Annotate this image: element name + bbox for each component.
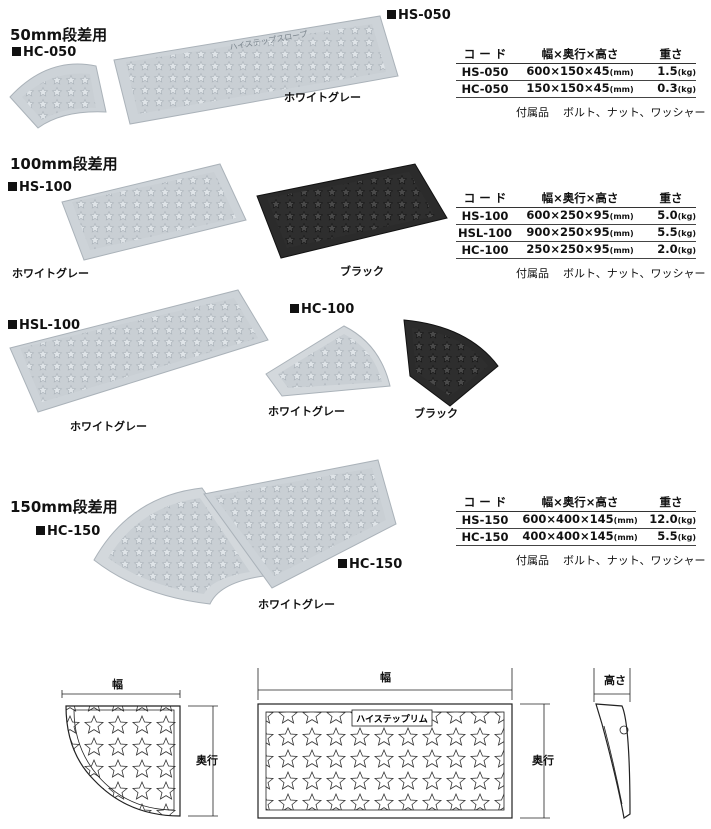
spec-header-row: コ ー ド 幅×奥行×高さ 重さ [456, 46, 696, 64]
spec-table-150mm: コ ー ド 幅×奥行×高さ 重さ HS-150 600×400×145(mm) … [456, 494, 706, 568]
square-bullet-icon [387, 10, 396, 19]
spec-row: HC-050 150×150×45(mm) 0.3(kg) [456, 80, 696, 98]
header-weight: 重さ [646, 46, 696, 64]
height-label: 高さ [604, 674, 626, 687]
spec-row: HS-100 600×250×95(mm) 5.0(kg) [456, 207, 696, 225]
header-dims: 幅×奥行×高さ [514, 46, 646, 64]
spec-row: HS-050 600×150×45(mm) 1.5(kg) [456, 63, 696, 81]
code-label-hc150-right: HC-150 [338, 557, 402, 572]
width-label-center: 幅 [380, 671, 391, 684]
drawing-emboss-text: ハイステップリム [356, 713, 428, 725]
accessories-50mm: 付属品ボルト、ナット、ワッシャー [516, 106, 706, 119]
hs100-product-image [61, 163, 247, 261]
spec-row: HC-150 400×400×145(mm) 5.5(kg) [456, 528, 696, 546]
hc100-product-image [265, 325, 391, 397]
width-label-left: 幅 [112, 678, 123, 691]
code-label-hsl100: HSL-100 [8, 318, 80, 333]
slope-drawing: ハイステップリム [257, 668, 550, 819]
square-bullet-icon [8, 320, 17, 329]
color-label-white-gray: ホワイトグレー [258, 598, 335, 611]
color-label-white-gray: ホワイトグレー [70, 420, 147, 433]
square-bullet-icon [36, 526, 45, 535]
hs150-product-image [203, 459, 397, 589]
code-label-hs050: HS-050 [387, 8, 451, 23]
square-bullet-icon [12, 47, 21, 56]
color-label-black: ブラック [414, 407, 458, 420]
hc050-product-image [9, 63, 107, 129]
code-label-hc150-left: HC-150 [36, 524, 100, 539]
spec-row: HSL-100 900×250×95(mm) 5.5(kg) [456, 224, 696, 242]
square-bullet-icon [8, 182, 17, 191]
code-label-hs100: HS-100 [8, 180, 72, 195]
code-label-hc100: HC-100 [290, 302, 354, 317]
color-label-white-gray: ホワイトグレー [268, 405, 345, 418]
accessories-100mm: 付属品ボルト、ナット、ワッシャー [516, 267, 706, 280]
spec-table-100mm: コ ー ド 幅×奥行×高さ 重さ HS-100 600×250×95(mm) 5… [456, 190, 706, 281]
section-title-50mm: 50mm段差用 [10, 26, 108, 44]
depth-label-center: 奥行 [532, 754, 554, 767]
depth-label-left: 奥行 [196, 754, 218, 767]
section-title-150mm: 150mm段差用 [10, 498, 118, 516]
accessories-150mm: 付属品ボルト、ナット、ワッシャー [516, 554, 706, 567]
code-label-hc050: HC-050 [12, 45, 76, 60]
square-bullet-icon [338, 559, 347, 568]
hc100-black-product-image [403, 319, 499, 407]
profile-drawing [593, 668, 631, 820]
hs100-black-product-image [256, 163, 448, 259]
section-title-100mm: 100mm段差用 [10, 155, 118, 173]
color-label-black: ブラック [340, 265, 384, 278]
spec-table-50mm: コ ー ド 幅×奥行×高さ 重さ HS-050 600×150×45(mm) 1… [456, 46, 706, 120]
color-label-white-gray: ホワイトグレー [12, 267, 89, 280]
header-code: コ ー ド [456, 46, 514, 64]
hs050-product-image: ハイステップスロープ [113, 15, 399, 125]
spec-row: HS-150 600×400×145(mm) 12.0(kg) [456, 511, 696, 529]
hsl100-product-image [9, 289, 269, 413]
spec-header-row: コ ー ド 幅×奥行×高さ 重さ [456, 190, 696, 208]
spec-header-row: コ ー ド 幅×奥行×高さ 重さ [456, 494, 696, 512]
square-bullet-icon [290, 304, 299, 313]
spec-row: HC-100 250×250×95(mm) 2.0(kg) [456, 241, 696, 259]
corner-drawing [61, 690, 218, 817]
color-label-white-gray: ホワイトグレー [284, 91, 361, 104]
